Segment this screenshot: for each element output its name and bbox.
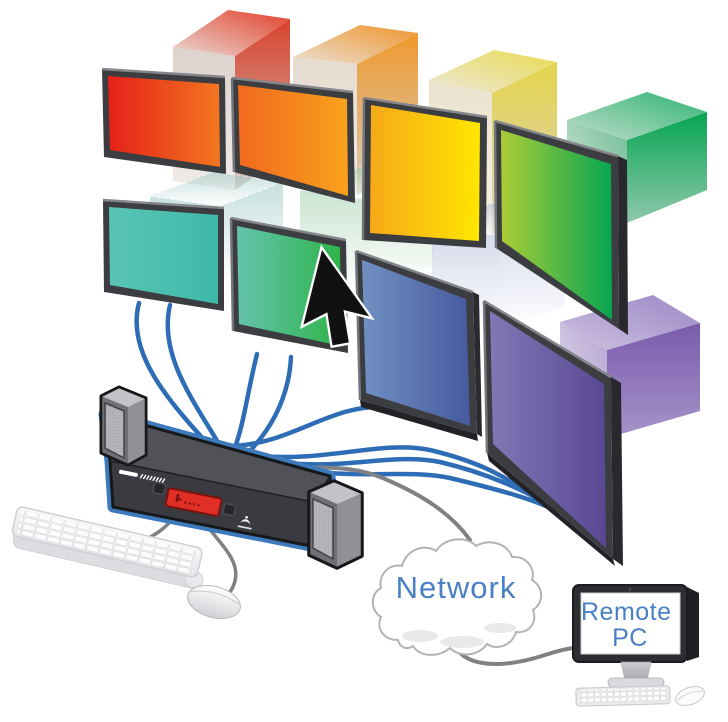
remote-pc-stand <box>620 661 652 681</box>
video-cable <box>165 302 223 449</box>
keyboard-keys <box>16 510 198 574</box>
video-cable <box>134 300 209 445</box>
kvm-button-left[interactable] <box>152 482 166 495</box>
video-cable <box>231 351 260 453</box>
network-cable-cloud-to-pc <box>450 638 582 666</box>
monitor-screen <box>490 311 606 548</box>
speaker-right-face <box>128 398 146 465</box>
remote-pc-mouse <box>675 686 705 706</box>
mouse[interactable] <box>184 580 244 624</box>
keyboard[interactable] <box>9 506 210 590</box>
monitor-bottom-depth <box>360 400 478 441</box>
monitor-screen <box>501 130 612 320</box>
monitor-wall <box>101 67 628 566</box>
network-cloud: Network <box>371 538 543 656</box>
video-cables <box>134 300 561 515</box>
network-label: Network <box>396 570 517 605</box>
monitor-screen <box>370 105 480 241</box>
monitor-top-2 <box>230 76 355 203</box>
kvm-button-right[interactable] <box>222 503 236 516</box>
remote-pc-monitor-side <box>687 587 699 661</box>
network-cable-kvm-to-cloud <box>296 465 472 542</box>
kvm-top-face <box>104 414 330 502</box>
speaker-right-face <box>337 493 362 568</box>
remote-pc-label: Remote PC <box>581 598 679 652</box>
remote-pc-screen <box>580 592 681 655</box>
monitor-side-depth <box>473 292 482 437</box>
remote-pc: Remote PC <box>572 584 705 707</box>
mouse-pointer-icon <box>299 244 375 349</box>
video-cable <box>255 445 525 491</box>
video-cable <box>285 463 561 515</box>
remote-pc-keyboard <box>575 685 671 707</box>
speaker-left <box>99 385 148 467</box>
monitor-bottom-4 <box>482 299 623 566</box>
kvm-brand-text <box>118 469 138 477</box>
monitor-side-depth <box>611 377 623 566</box>
monitor-screen <box>362 260 470 426</box>
monitor-bottom-3 <box>354 249 482 441</box>
cloud-shading <box>402 623 516 648</box>
monitor-top-4 <box>493 119 628 335</box>
monitor-top-3 <box>361 96 488 248</box>
kvm-front-panel <box>118 469 252 530</box>
mouse-seam <box>190 590 240 606</box>
monitor-screen <box>108 76 220 167</box>
monitor-screen <box>238 85 348 196</box>
remote-pc-camera-dot <box>628 588 632 591</box>
kvm-display-digits <box>175 493 200 507</box>
monitor-side-depth <box>618 156 628 335</box>
monitor-top-1 <box>101 67 226 174</box>
adder-logo <box>237 516 252 530</box>
video-cable <box>269 456 545 504</box>
speaker-top-face <box>101 387 146 407</box>
monitor-bottom-1 <box>102 198 225 311</box>
kvm-vent-slots <box>139 473 166 484</box>
mouse-body <box>187 584 241 620</box>
monitor-screen <box>109 207 218 304</box>
monitor-bottom-depth <box>487 453 615 566</box>
speaker-right <box>307 479 364 570</box>
kvm-display <box>164 487 223 517</box>
